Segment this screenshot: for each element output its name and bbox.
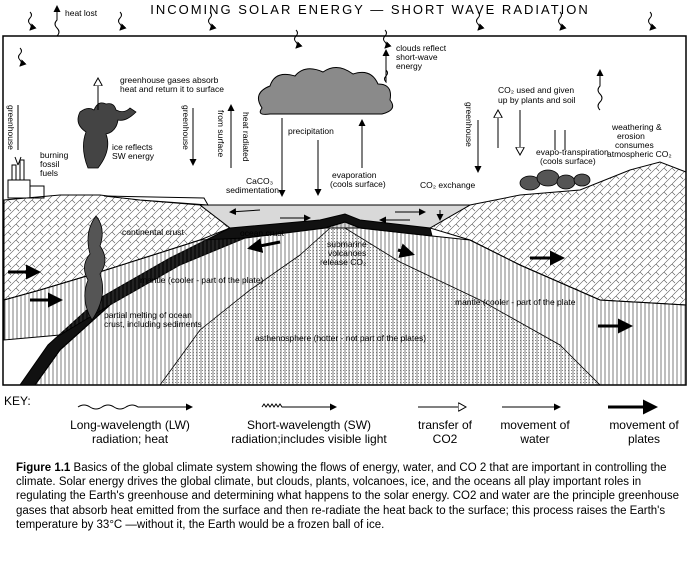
lw-up-arrow-right: [596, 69, 604, 111]
key-sw-symbol: [261, 403, 337, 411]
greenhouse-label-left: greenhouse: [6, 105, 16, 150]
greenhouse-label-right: greenhouse: [464, 102, 474, 147]
key-co2-line2: CO2: [432, 432, 458, 446]
evapo-arrows: [554, 130, 566, 150]
trees: [519, 169, 591, 191]
caption-text: Basics of the global climate system show…: [16, 462, 680, 531]
key-co2: transfer of CO2: [405, 418, 485, 446]
factory: [7, 159, 45, 199]
cloud: [257, 67, 394, 115]
water-arrows: [229, 208, 444, 224]
magma-plume: [84, 215, 106, 321]
key-lw: Long-wavelength (LW) radiation; heat: [60, 418, 200, 446]
key-symbols: [77, 399, 658, 415]
precipitation-label: precipitation: [288, 126, 334, 136]
key-co2-line1: transfer of: [417, 418, 473, 432]
incoming-sw-arrows: [18, 11, 657, 67]
diagram-title: INCOMING SOLAR ENERGY — SHORT WAVE RADIA…: [150, 2, 590, 17]
key-sw: Short-wavelength (SW) radiation;includes…: [218, 418, 400, 446]
key-plates-line2: plates: [627, 432, 661, 446]
heat-lost-arrow: [53, 5, 61, 37]
co2-exchange-label: CO₂ exchange: [420, 180, 476, 190]
mantle-left-label: mantle (cooler - part of the plate): [140, 275, 263, 285]
asthenosphere-label: asthenosphere (hotter - not part of the …: [255, 333, 426, 343]
heat-radiated-label-2: from surface: [216, 110, 226, 158]
key-lw-symbol: [77, 403, 193, 411]
greenhouse-label-mid: greenhouse: [181, 105, 191, 150]
key-plates: movement of plates: [600, 418, 688, 446]
heat-lost-label: heat lost: [65, 8, 98, 18]
key-lw-line1: Long-wavelength (LW): [70, 418, 190, 432]
cloud-reflect-arrow: [382, 49, 390, 84]
heat-radiated-label: heat radiated: [241, 112, 251, 162]
key-water-line1: movement of: [500, 418, 570, 432]
plate-arrows: [8, 238, 633, 334]
key-water: movement of water: [495, 418, 575, 446]
key-heading: KEY:: [4, 394, 31, 408]
ocean-crust-label: ocean crust: [240, 228, 285, 238]
key-plates-line1: movement of: [609, 418, 679, 432]
figure-label: Figure 1.1: [16, 462, 71, 474]
continental-crust-label: continental crust: [122, 227, 185, 237]
key-water-line2: water: [520, 432, 550, 446]
figure-caption: Figure 1.1 Basics of the global climate …: [16, 461, 688, 532]
ice-sheet: [103, 195, 209, 206]
asthenosphere: [159, 227, 601, 386]
mantle-right-label: mantle (cooler - part of the plate: [455, 297, 576, 307]
key-sw-line1: Short-wavelength (SW): [246, 418, 372, 432]
evapo-transpiration-label: evapo-transpiration(cools surface): [536, 147, 609, 166]
smoke-plume: [77, 102, 137, 169]
key-sw-line2: radiation;includes visible light: [231, 432, 387, 446]
evaporation-label: evaporation(cools surface): [330, 170, 386, 189]
key-lw-line2: radiation; heat: [91, 432, 169, 446]
